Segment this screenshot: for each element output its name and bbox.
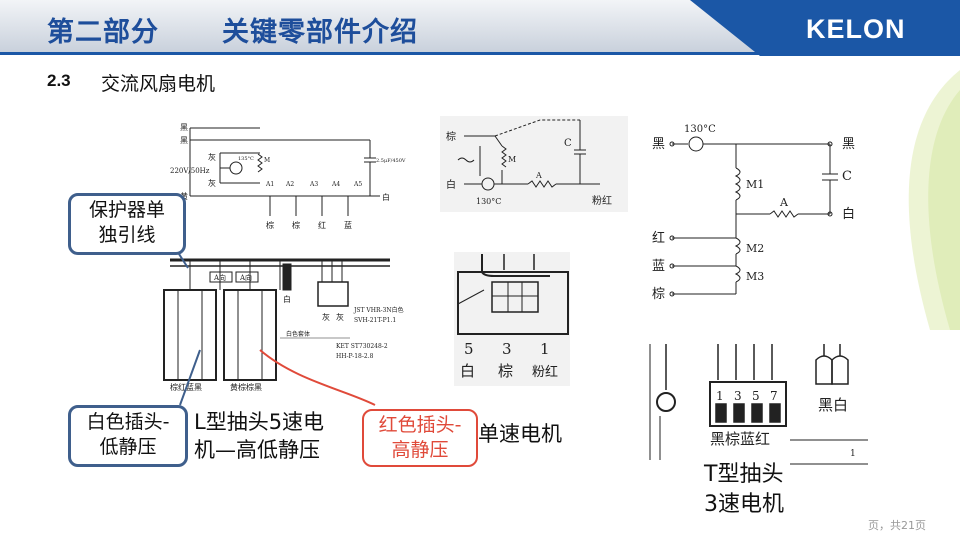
single-cap-label: C (564, 138, 572, 149)
single-speed-schematic: 棕 白 M C A 130°C 粉红 (446, 119, 612, 207)
decorative-swoosh (908, 70, 960, 330)
three-m2-label: M2 (746, 242, 764, 255)
single-speed-schematic-panel (440, 116, 628, 212)
t-tap-caption-line1: T型抽头 (704, 462, 784, 487)
three-right-white-label: 白 (842, 206, 855, 222)
temp-label: 135°C (238, 156, 254, 162)
wire-label-grey1: 灰 (208, 152, 216, 162)
three-m3-label: M3 (746, 270, 764, 283)
grey-label: 灰 (322, 312, 330, 322)
wire-label-white: 白 (382, 192, 390, 202)
single-pink-label: 粉红 (592, 194, 612, 207)
a-direction-mark1: A向 (213, 273, 226, 282)
ket-part-1: KET ST730248-2 (336, 343, 388, 350)
tap-a5: A5 (353, 181, 362, 188)
header-bar: 第二部分 关键零部件介绍 KELON (0, 0, 960, 58)
single-pin-1: 1 (540, 340, 550, 358)
white-plug-callout-line2: 低静压 (99, 436, 157, 458)
tap-a1: A1 (265, 181, 274, 188)
bottom-label-brown1: 棕 (266, 220, 274, 230)
bottom-label-blue: 蓝 (344, 220, 352, 230)
bottom-label-red: 红 (318, 220, 326, 230)
white-plug-callout-line1: 白色插头- (86, 411, 170, 433)
three-speed-connector: 1 3 5 7 黑棕蓝红 黑白 1 (649, 344, 868, 465)
three-pin-3: 3 (734, 389, 742, 403)
red-pointer (259, 349, 376, 406)
single-speed-connector: 5 3 1 白 棕 粉红 (457, 254, 569, 380)
right-plug-pin-colors: 黄棕棕黑 (230, 382, 262, 392)
capacitor-label: 2.5μF/450V (376, 158, 406, 164)
three-red-label: 红 (652, 230, 665, 246)
single-aux-label: A (535, 171, 542, 180)
header-underline (0, 52, 760, 55)
three-m1-label: M1 (746, 178, 764, 191)
wire-label-black2: 黑 (180, 136, 188, 145)
three-pin-5: 5 (752, 389, 760, 403)
a-direction-mark2: A向 (239, 273, 252, 282)
subsection-title: 交流风扇电机 (101, 73, 216, 95)
header-background (0, 0, 960, 56)
page-footer: 页，共21页 (868, 519, 926, 532)
single-pin-color-pink: 粉红 (532, 364, 558, 380)
three-temp-label: 130°C (684, 124, 716, 135)
grey-label2: 灰 (336, 312, 344, 322)
five-speed-schematic: 黑 黑 灰 灰 黄 220V/50Hz 135°C M A1 A2 A3 A4 … (170, 123, 406, 230)
three-pin-7: 7 (770, 389, 778, 403)
three-cap-label: C (842, 169, 852, 184)
section-subtitle: 关键零部件介绍 (222, 17, 418, 48)
single-pin-3: 3 (502, 340, 512, 358)
kelon-logo: KELON (806, 14, 906, 44)
single-speed-connector-panel (454, 252, 570, 386)
t-tap-caption: T型抽头 3速电机 (704, 460, 784, 520)
single-white-label: 白 (446, 178, 456, 191)
three-brown-label: 棕 (652, 287, 665, 302)
three-blue-label: 蓝 (652, 259, 665, 274)
protector-white-label: 白 (283, 294, 291, 304)
protector-callout: 保护器单 独引线 (68, 193, 186, 255)
red-plug-callout-line1: 红色插头- (378, 414, 462, 436)
l-tap-caption-line2: 机—高低静压 (194, 438, 320, 462)
three-pin-1: 1 (716, 389, 724, 403)
three-page-mark: 1 (850, 449, 856, 459)
tap-a4: A4 (331, 181, 340, 188)
single-pin-color-brown: 棕 (498, 362, 513, 380)
single-brown-label: 棕 (446, 130, 456, 143)
protector-callout-line2: 独引线 (98, 224, 156, 246)
single-pin-color-white: 白 (460, 362, 475, 380)
three-right-black-label: 黑 (842, 137, 855, 152)
three-pin-colors: 黑棕蓝红 (710, 430, 770, 448)
three-black-label: 黑 (652, 137, 665, 152)
white-plug-callout: 白色插头- 低静压 (68, 405, 188, 467)
jst-part-2: SVH-21T-P1.1 (354, 317, 396, 324)
logo-band (690, 0, 960, 56)
red-plug-callout: 红色插头- 高静压 (362, 409, 478, 467)
motor-label: M (264, 157, 270, 164)
single-motor-label: M (508, 155, 516, 164)
red-plug-callout-line2: 高静压 (391, 439, 449, 461)
single-pin-5: 5 (464, 340, 474, 358)
three-speed-schematic: 130°C 黑 红 蓝 棕 M1 M2 M3 A C 黑 白 (652, 124, 855, 302)
section-title: 第二部分 (47, 17, 159, 48)
bottom-label-brown2: 棕 (292, 220, 300, 230)
single-temp-label: 130°C (476, 197, 501, 206)
white-housing-note: 白色套体 (286, 330, 310, 338)
protector-callout-line1: 保护器单 (88, 199, 165, 221)
l-tap-caption: L型抽头5速电 机—高低静压 (194, 408, 324, 464)
three-right-labels: 黑白 (818, 396, 848, 414)
ket-part-2: HH-P-18-2.8 (336, 353, 374, 360)
l-tap-caption-line1: L型抽头5速电 (194, 410, 325, 434)
single-speed-caption: 单速电机 (478, 422, 562, 446)
jst-part-1: JST VHR-3N白色 (353, 306, 404, 314)
tap-a3: A3 (309, 181, 318, 188)
t-tap-caption-line2: 3速电机 (704, 492, 784, 517)
tap-a2: A2 (285, 181, 294, 188)
supply-label: 220V/50Hz (170, 167, 210, 175)
blue-pointers (169, 239, 201, 406)
wire-label-grey2: 灰 (208, 178, 216, 188)
subsection-number: 2.3 (47, 71, 71, 90)
wire-label-black1: 黑 (180, 123, 188, 132)
three-aux-label: A (779, 196, 789, 209)
